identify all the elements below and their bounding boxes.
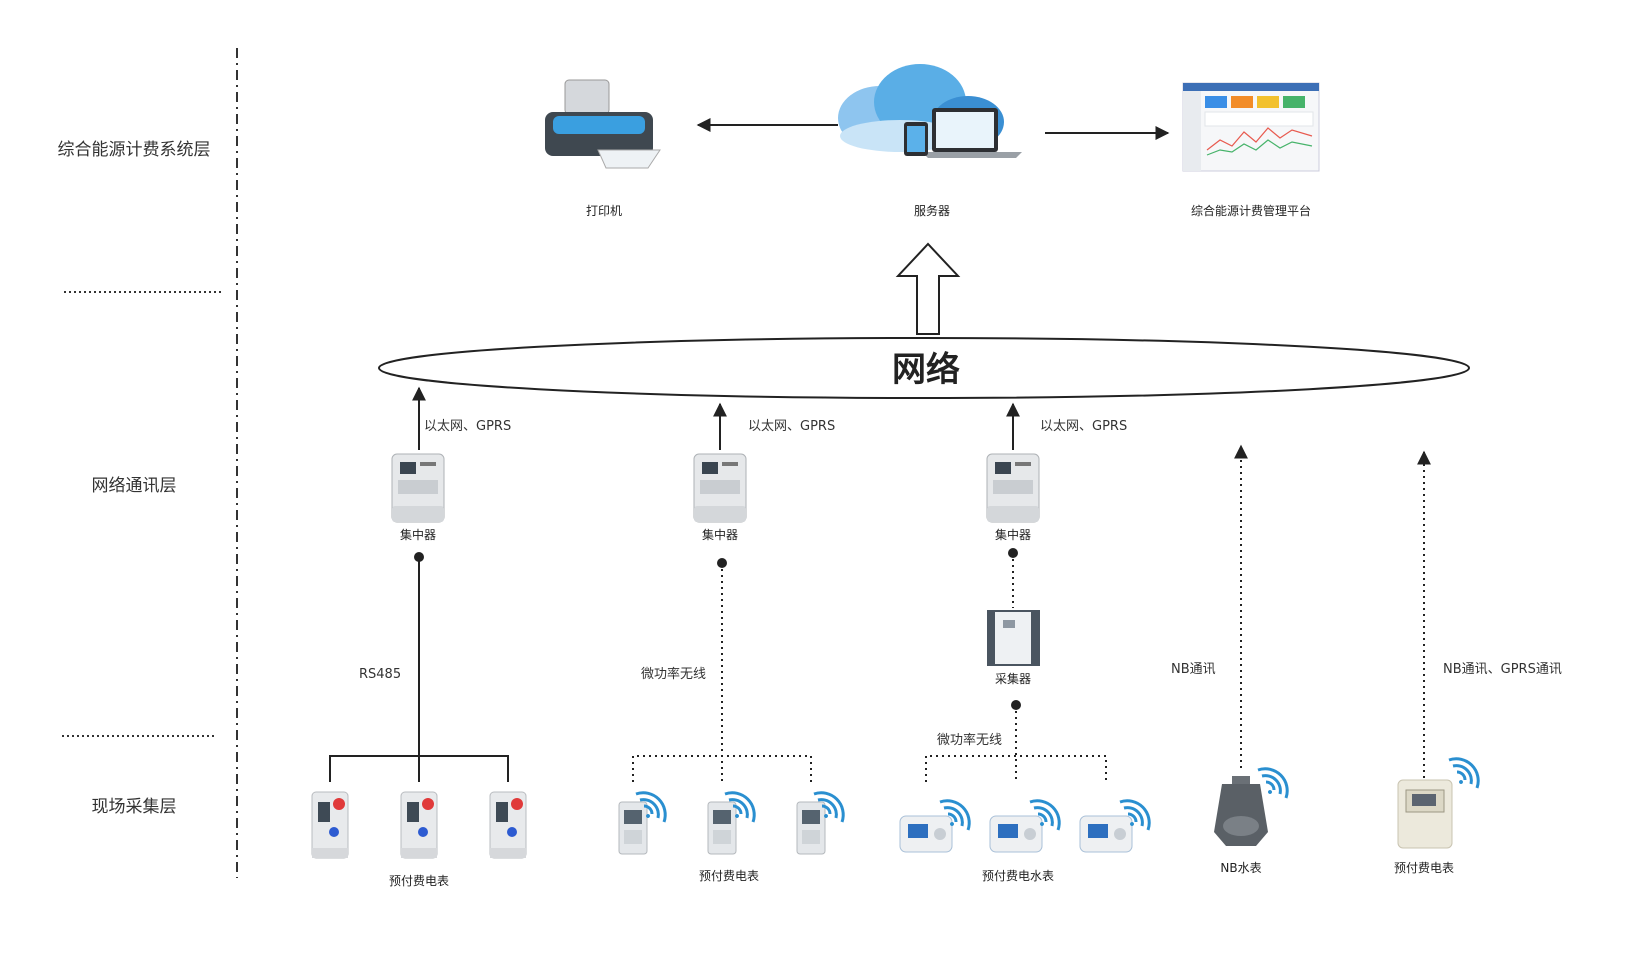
c5-meters-label: 预付费电表 <box>1394 861 1454 875</box>
platform-label: 综合能源计费管理平台 <box>1191 203 1311 218</box>
c3-meters-label: 预付费电水表 <box>982 869 1054 883</box>
network-ellipse <box>378 337 1470 399</box>
c1-meter-icon-2 <box>400 791 438 859</box>
water-meter-icon <box>1214 776 1268 846</box>
c2-meters-label: 预付费电表 <box>699 869 759 883</box>
c1-link-label: RS485 <box>359 667 401 682</box>
c3-meter-icon-3 <box>1079 815 1133 853</box>
collector-icon <box>987 610 1040 666</box>
c1-meters-label: 预付费电表 <box>389 874 449 888</box>
c2-uplink-label: 以太网、GPRS <box>748 419 835 434</box>
c1-uplink-label: 以太网、GPRS <box>424 419 511 434</box>
printer-icon <box>545 79 661 169</box>
c3-branch-lines <box>925 755 1107 782</box>
network-label: 网络 <box>892 350 960 390</box>
c4-link-label: NB通讯 <box>1171 662 1216 677</box>
c3-collector-label: 采集器 <box>995 671 1031 686</box>
cloud-server-icon <box>838 64 1022 158</box>
c3-meter-icon-1 <box>899 815 953 853</box>
layer-label-field: 现场采集层 <box>92 797 177 817</box>
c3-concentrator-label: 集中器 <box>995 527 1031 542</box>
c2-branch-lines <box>632 755 812 782</box>
c3-link-label: 微功率无线 <box>937 732 1002 748</box>
c2-link-label: 微功率无线 <box>641 666 706 682</box>
server-label: 服务器 <box>914 203 950 218</box>
c2-concentrator-label: 集中器 <box>702 527 738 542</box>
dashboard-screenshot-icon <box>1182 82 1320 172</box>
printer-label: 打印机 <box>586 204 622 218</box>
c2-meter-icon-2 <box>707 801 737 855</box>
c5-link-label: NB通讯、GPRS通讯 <box>1443 662 1562 677</box>
c5-wifi-icon <box>1447 757 1480 790</box>
c1-meter-icon-1 <box>311 791 349 859</box>
c4-meters-label: NB水表 <box>1220 861 1261 875</box>
layer-label-system: 综合能源计费系统层 <box>58 140 211 160</box>
c1-meter-icon-3 <box>489 791 527 859</box>
c1-concentrator-label: 集中器 <box>400 527 436 542</box>
electric-meter-icon <box>1397 779 1453 849</box>
c1-concentrator-icon <box>391 453 445 523</box>
c2-concentrator-icon <box>693 453 747 523</box>
layer-label-network: 网络通讯层 <box>92 476 177 496</box>
c4-wifi-icon <box>1256 767 1289 800</box>
c3-uplink-label: 以太网、GPRS <box>1040 419 1127 434</box>
network-to-server-arrow <box>895 242 961 335</box>
c3-concentrator-icon <box>986 453 1040 523</box>
c3-meter-icon-2 <box>989 815 1043 853</box>
c2-meter-icon-3 <box>796 801 826 855</box>
c2-meter-icon-1 <box>618 801 648 855</box>
